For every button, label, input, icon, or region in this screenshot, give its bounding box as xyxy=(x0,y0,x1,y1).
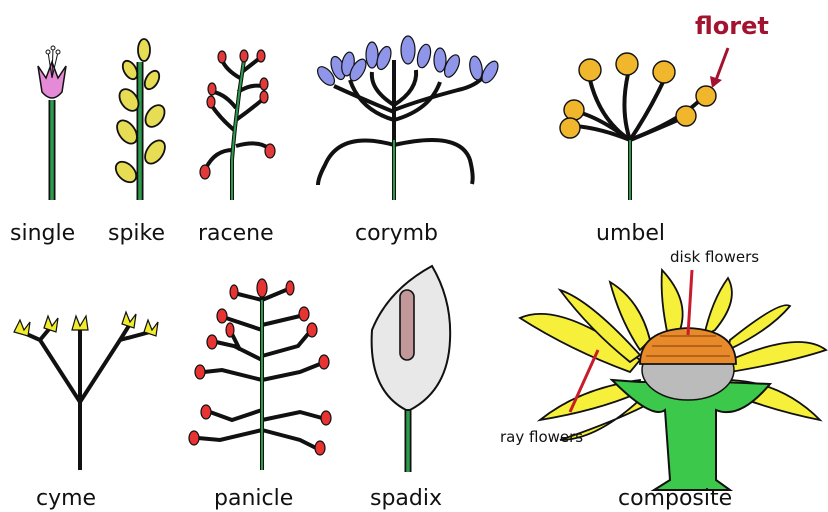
spadix-illustration xyxy=(372,266,451,472)
spike-illustration xyxy=(112,39,169,200)
label-composite: composite xyxy=(618,486,732,511)
label-spike: spike xyxy=(108,221,165,246)
racene-illustration xyxy=(200,50,275,200)
label-single: single xyxy=(10,221,75,246)
cyme-illustration xyxy=(14,312,158,470)
disk-flowers-pointer xyxy=(688,270,692,335)
label-umbel: umbel xyxy=(596,221,665,246)
composite-illustration xyxy=(520,270,826,490)
panicle-illustration xyxy=(189,279,331,470)
label-cyme: cyme xyxy=(36,486,96,511)
floret-label: floret xyxy=(695,12,769,40)
label-spadix: spadix xyxy=(370,486,442,511)
single-flower-illustration xyxy=(38,46,66,200)
floret-callout: floret xyxy=(695,12,769,88)
label-corymb: corymb xyxy=(355,221,438,246)
label-panicle: panicle xyxy=(214,486,293,511)
label-disk-flowers: disk flowers xyxy=(670,248,759,266)
label-ray-flowers: ray flowers xyxy=(500,428,583,446)
corymb-illustration xyxy=(314,36,501,200)
umbel-illustration xyxy=(560,53,716,200)
label-racene: racene xyxy=(198,221,274,246)
